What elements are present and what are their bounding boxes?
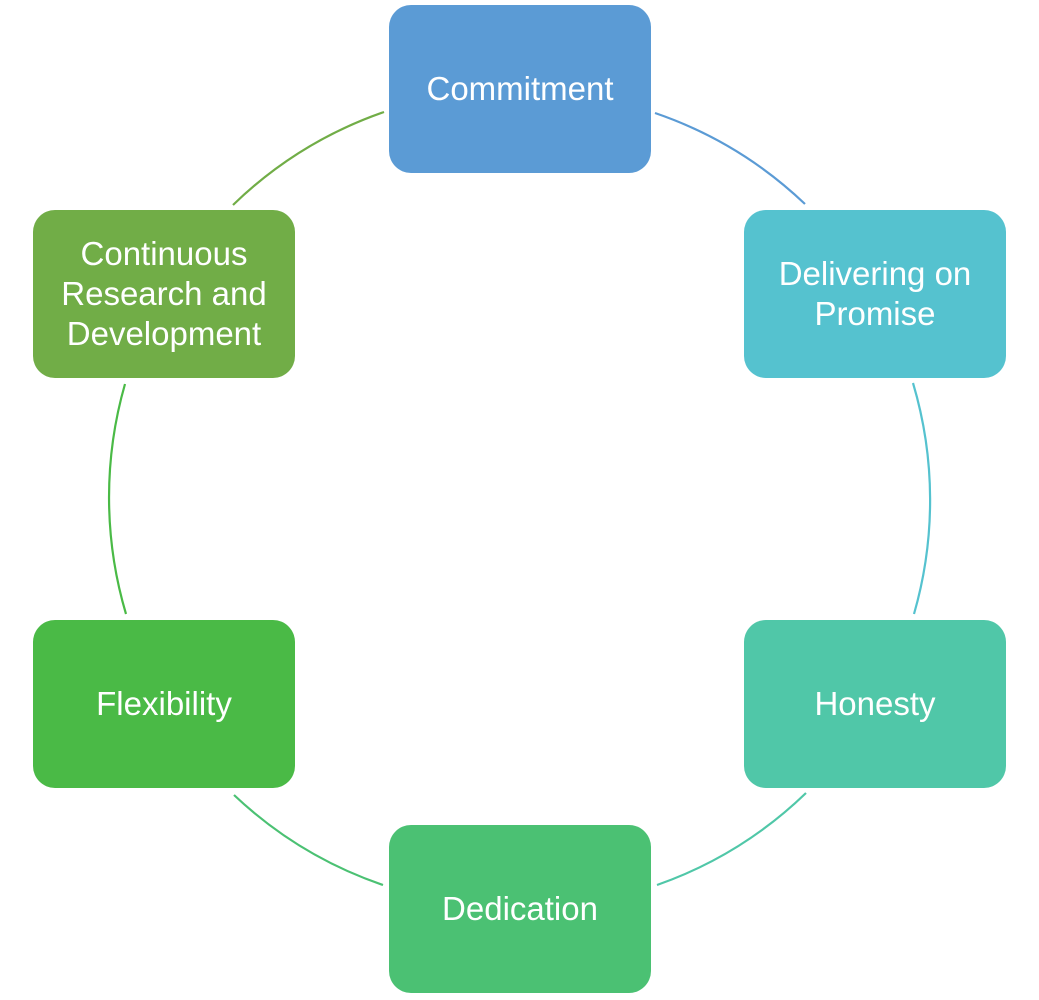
node-delivering-on-promise: Delivering on Promise <box>744 210 1006 378</box>
arc-flexibility-to-research <box>107 383 128 615</box>
node-dedication: Dedication <box>389 825 651 993</box>
arc-research-to-commitment <box>232 110 385 206</box>
node-label-continuous-research: Continuous Research and Development <box>61 235 267 352</box>
node-label-honesty: Honesty <box>814 685 936 722</box>
arc-delivering-to-honesty <box>911 382 932 615</box>
node-continuous-research: Continuous Research and Development <box>33 210 295 378</box>
arc-dedication-to-flexibility <box>233 794 384 887</box>
node-label-flexibility: Flexibility <box>96 685 232 722</box>
node-label-delivering-on-promise: Delivering on Promise <box>778 255 972 332</box>
node-flexibility: Flexibility <box>33 620 295 788</box>
node-honesty: Honesty <box>744 620 1006 788</box>
node-label-commitment: Commitment <box>426 70 614 107</box>
node-commitment: Commitment <box>389 5 651 173</box>
arc-honesty-to-dedication <box>656 792 807 887</box>
node-label-dedication: Dedication <box>442 890 598 927</box>
arc-commitment-to-delivering <box>654 111 806 205</box>
